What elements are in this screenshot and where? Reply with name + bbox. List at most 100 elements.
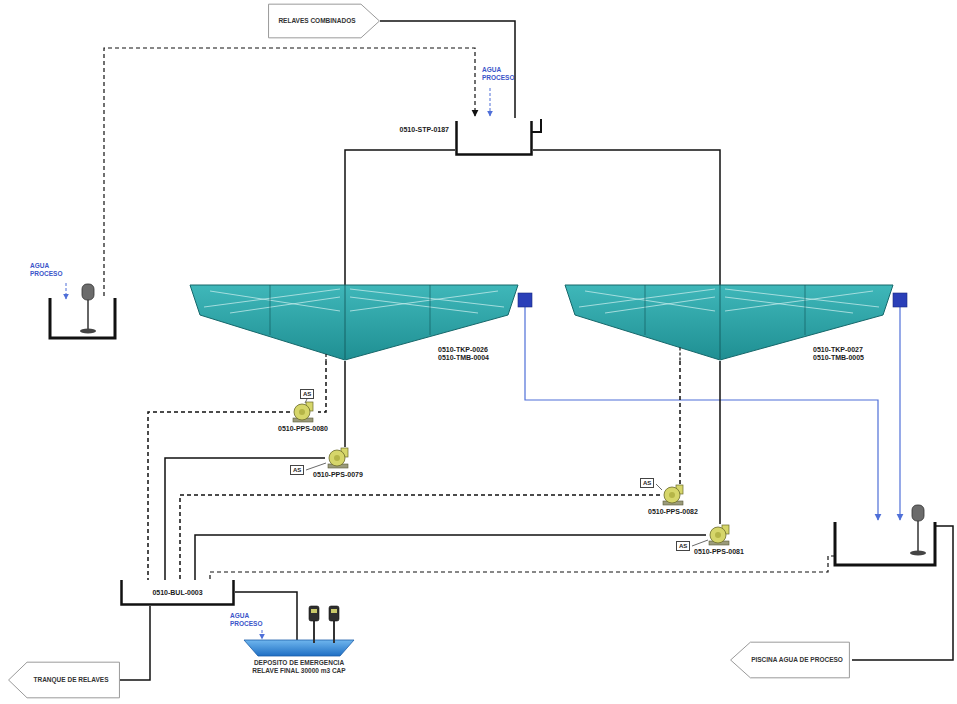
pipe-line: [165, 458, 325, 580]
rake-arm: [585, 291, 715, 311]
rake-post: [430, 285, 431, 335]
sump-return-line: [210, 556, 835, 579]
overflow-launder: [518, 293, 532, 307]
thickener: 0510-TKP-00260510-TMB-0004: [190, 285, 532, 361]
rake-post: [805, 285, 806, 335]
rake-arm: [350, 289, 504, 307]
launder-box: 0510-BUL-0003: [120, 580, 235, 606]
as-tag: AS: [290, 465, 304, 475]
drawing-part: [656, 484, 662, 490]
pump: 0510-PPS-0081: [706, 524, 734, 546]
drawing-part: [306, 463, 326, 470]
pump-eye: [669, 492, 675, 498]
rake-arm: [725, 291, 873, 311]
aerator-head: [329, 606, 339, 621]
recycle-water-line: [104, 48, 475, 296]
rake-arm: [230, 297, 340, 313]
rake-arm: [210, 291, 340, 311]
as-tag: AS: [640, 478, 654, 488]
pond-symbol: [244, 640, 354, 656]
water-label: AGUA PROCESO: [482, 66, 526, 82]
pump: 0510-PPS-0079: [325, 447, 353, 469]
node-label: 0510-PPS-0079: [313, 471, 363, 479]
drawing-part: [82, 284, 94, 300]
vent-pipe: [532, 119, 542, 132]
drawing-part: [910, 551, 926, 556]
node-label: 0510-PPS-0081: [694, 548, 744, 556]
pipe-line: [318, 361, 326, 412]
aerator-post: [313, 621, 315, 643]
node-label: 0510-TMB-0005: [813, 354, 864, 362]
water-label: AGUA PROCESO: [230, 612, 274, 628]
node-label: RELAVES COMBINADOS: [278, 17, 355, 25]
drawing-part: [50, 298, 115, 338]
rake-arm: [204, 289, 340, 307]
sump-outlet-line: [852, 526, 953, 660]
pump-eye: [299, 409, 305, 415]
drawing-part: [835, 522, 935, 565]
node-label: 0510-TMB-0004: [438, 354, 489, 362]
tank-wall: [457, 121, 532, 155]
arrow-outline: [269, 4, 380, 38]
tag-group: 0510-TKP-00260510-TMB-0004: [438, 346, 489, 362]
water-label: AGUA PROCESO: [30, 262, 74, 278]
tank-outline: [455, 118, 533, 156]
drawing-part: [917, 521, 919, 552]
pump-casing: [294, 404, 310, 420]
drive-shaft: [345, 285, 346, 359]
pump-casing: [664, 487, 680, 503]
tag-group: 0510-TKP-00270510-TMB-0005: [813, 346, 864, 362]
node-label: 0510-PPS-0082: [648, 508, 698, 516]
pump-symbol: [706, 524, 734, 546]
node-label: 0510-BUL-0003: [152, 589, 202, 597]
arrow-outline: [9, 662, 120, 698]
pipe-line: [719, 361, 721, 524]
pump-symbol: [325, 447, 353, 469]
node-label: AS: [293, 466, 301, 474]
pipe-line: [195, 535, 706, 580]
distributor-box: 0510-STP-0187: [455, 118, 533, 156]
pump: 0510-PPS-0082: [660, 484, 688, 506]
underflow-stub: [679, 348, 680, 361]
node-label: 0510-TKP-0026: [438, 346, 489, 354]
thickener-tank: [565, 285, 893, 360]
thickener: 0510-TKP-00270510-TMB-0005: [565, 285, 907, 361]
node-label: PISCINA AGUA DE PROCESO: [751, 656, 843, 664]
node-label: DEPOSITO DE EMERGENCIA RELAVE FINAL 3000…: [249, 659, 349, 675]
pond-water: [244, 640, 354, 656]
drawing-part: [80, 329, 96, 334]
pipe-line: [120, 606, 150, 680]
node-label: AS: [679, 542, 687, 550]
overflow-sump: [835, 505, 935, 565]
pipe-line: [533, 150, 720, 285]
process-water-arrow: [66, 283, 67, 299]
rake-arm: [350, 297, 478, 313]
feed-arrow: RELAVES COMBINADOS: [268, 4, 380, 38]
thickener-tank: [190, 285, 518, 360]
node-label: AS: [303, 390, 311, 398]
overflow-line: [899, 306, 900, 520]
as-tag: AS: [300, 389, 314, 399]
aerator-light: [331, 609, 337, 613]
arrow-outline: [731, 642, 850, 678]
overflow-launder: [893, 293, 907, 307]
rake-arm: [725, 297, 853, 313]
node-label: 0510-PPS-0080: [278, 425, 328, 433]
pump: 0510-PPS-0080: [290, 401, 318, 423]
pump-symbol: [290, 401, 318, 423]
node-label: 0510-STP-0187: [400, 126, 449, 134]
pump-symbol: [660, 484, 688, 506]
rake-post: [270, 285, 271, 335]
rake-post: [645, 285, 646, 335]
process-water-arrow: [262, 630, 263, 639]
pipe-line: [180, 495, 660, 580]
node-label: 0510-TKP-0027: [813, 346, 864, 354]
aerator-light: [311, 609, 317, 613]
aerator-post: [333, 621, 335, 643]
underflow-stub: [325, 354, 326, 361]
destination-arrow: TRANQUE DE RELAVES: [8, 662, 120, 698]
pump-casing: [329, 450, 345, 466]
pipe-line: [679, 361, 681, 484]
